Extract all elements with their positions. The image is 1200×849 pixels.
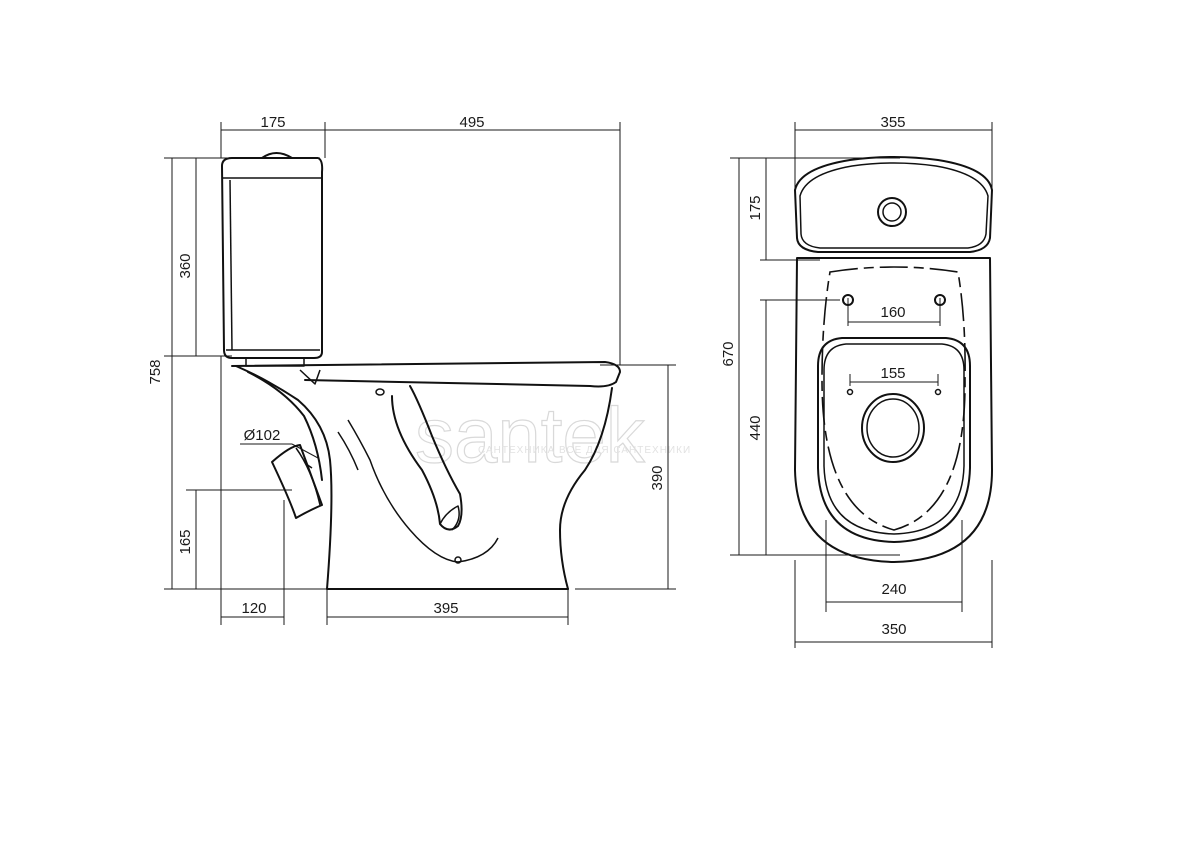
dim-outlet-diameter: Ø102 xyxy=(244,427,281,444)
cistern-tank xyxy=(221,152,324,367)
dim-tank-width: 355 xyxy=(880,114,905,131)
drain-opening xyxy=(861,393,925,463)
watermark-tagline: САНТЕХНИКА ВСЕ ДЛЯ САНТЕХНИКИ xyxy=(478,445,691,456)
dim-tank-depth: 175 xyxy=(260,114,285,131)
top-view: 355 175 670 160 155 440 240 350 xyxy=(720,114,993,648)
side-dimension-labels: 175 495 758 360 Ø102 165 120 395 390 xyxy=(147,114,666,617)
dim-outlet-offset: 120 xyxy=(241,600,266,617)
flush-button-icon xyxy=(877,197,907,227)
side-view: 175 495 758 360 Ø102 165 120 395 390 xyxy=(147,114,676,625)
dim-hinge-spacing: 160 xyxy=(880,304,905,321)
dim-bowl-height: 390 xyxy=(649,465,666,490)
dim-bowl-length-top: 440 xyxy=(747,415,764,440)
dim-total-depth: 670 xyxy=(720,341,737,366)
hinge-hole-left-icon xyxy=(842,294,854,306)
top-dimension-labels: 355 175 670 160 155 440 240 350 xyxy=(720,114,907,638)
side-dimension-lines xyxy=(164,122,676,625)
dim-bowl-width: 350 xyxy=(881,621,906,638)
dim-foot-length: 395 xyxy=(433,600,458,617)
hinge-hole-right-icon xyxy=(934,294,946,306)
bowl-rim xyxy=(231,361,621,388)
seat-hole-left-icon xyxy=(846,388,854,396)
dim-tank-height: 360 xyxy=(177,253,194,278)
seat-hole-right-icon xyxy=(934,388,942,396)
bowl-top xyxy=(794,257,993,563)
dim-bowl-length: 495 xyxy=(459,114,484,131)
dim-outlet-height: 165 xyxy=(177,529,194,554)
bowl-body xyxy=(235,365,613,590)
outlet-pipe xyxy=(271,444,323,519)
dim-seat-hole-spacing: 155 xyxy=(880,365,905,382)
tank-top xyxy=(794,156,993,253)
watermark: santek САНТЕХНИКА ВСЕ ДЛЯ САНТЕХНИКИ xyxy=(414,390,691,479)
dim-total-height: 758 xyxy=(147,359,164,384)
dim-bowl-inner-width: 240 xyxy=(881,581,906,598)
watermark-brand: santek xyxy=(415,391,646,479)
top-dimension-lines xyxy=(730,122,993,648)
dim-tank-depth-top: 175 xyxy=(747,195,764,220)
